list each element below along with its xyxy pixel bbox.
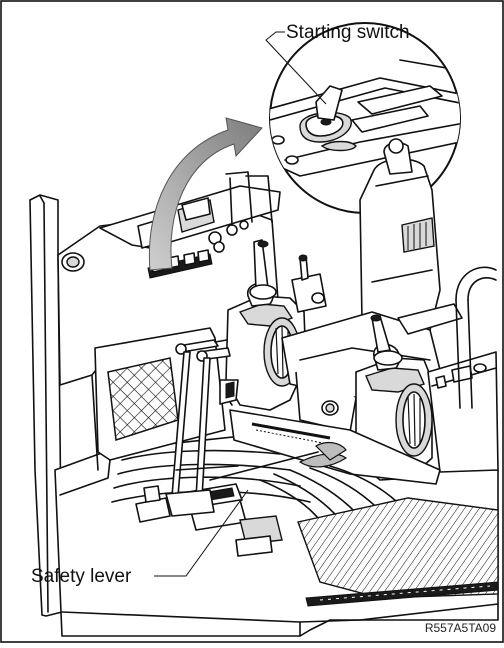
- wall-knob: [62, 253, 84, 271]
- figure-code: R557A5TA09: [425, 621, 496, 635]
- cab-pillar: [30, 195, 62, 616]
- starting-switch-label: Starting switch: [286, 22, 410, 44]
- safety-lever-label: Safety lever: [31, 566, 131, 588]
